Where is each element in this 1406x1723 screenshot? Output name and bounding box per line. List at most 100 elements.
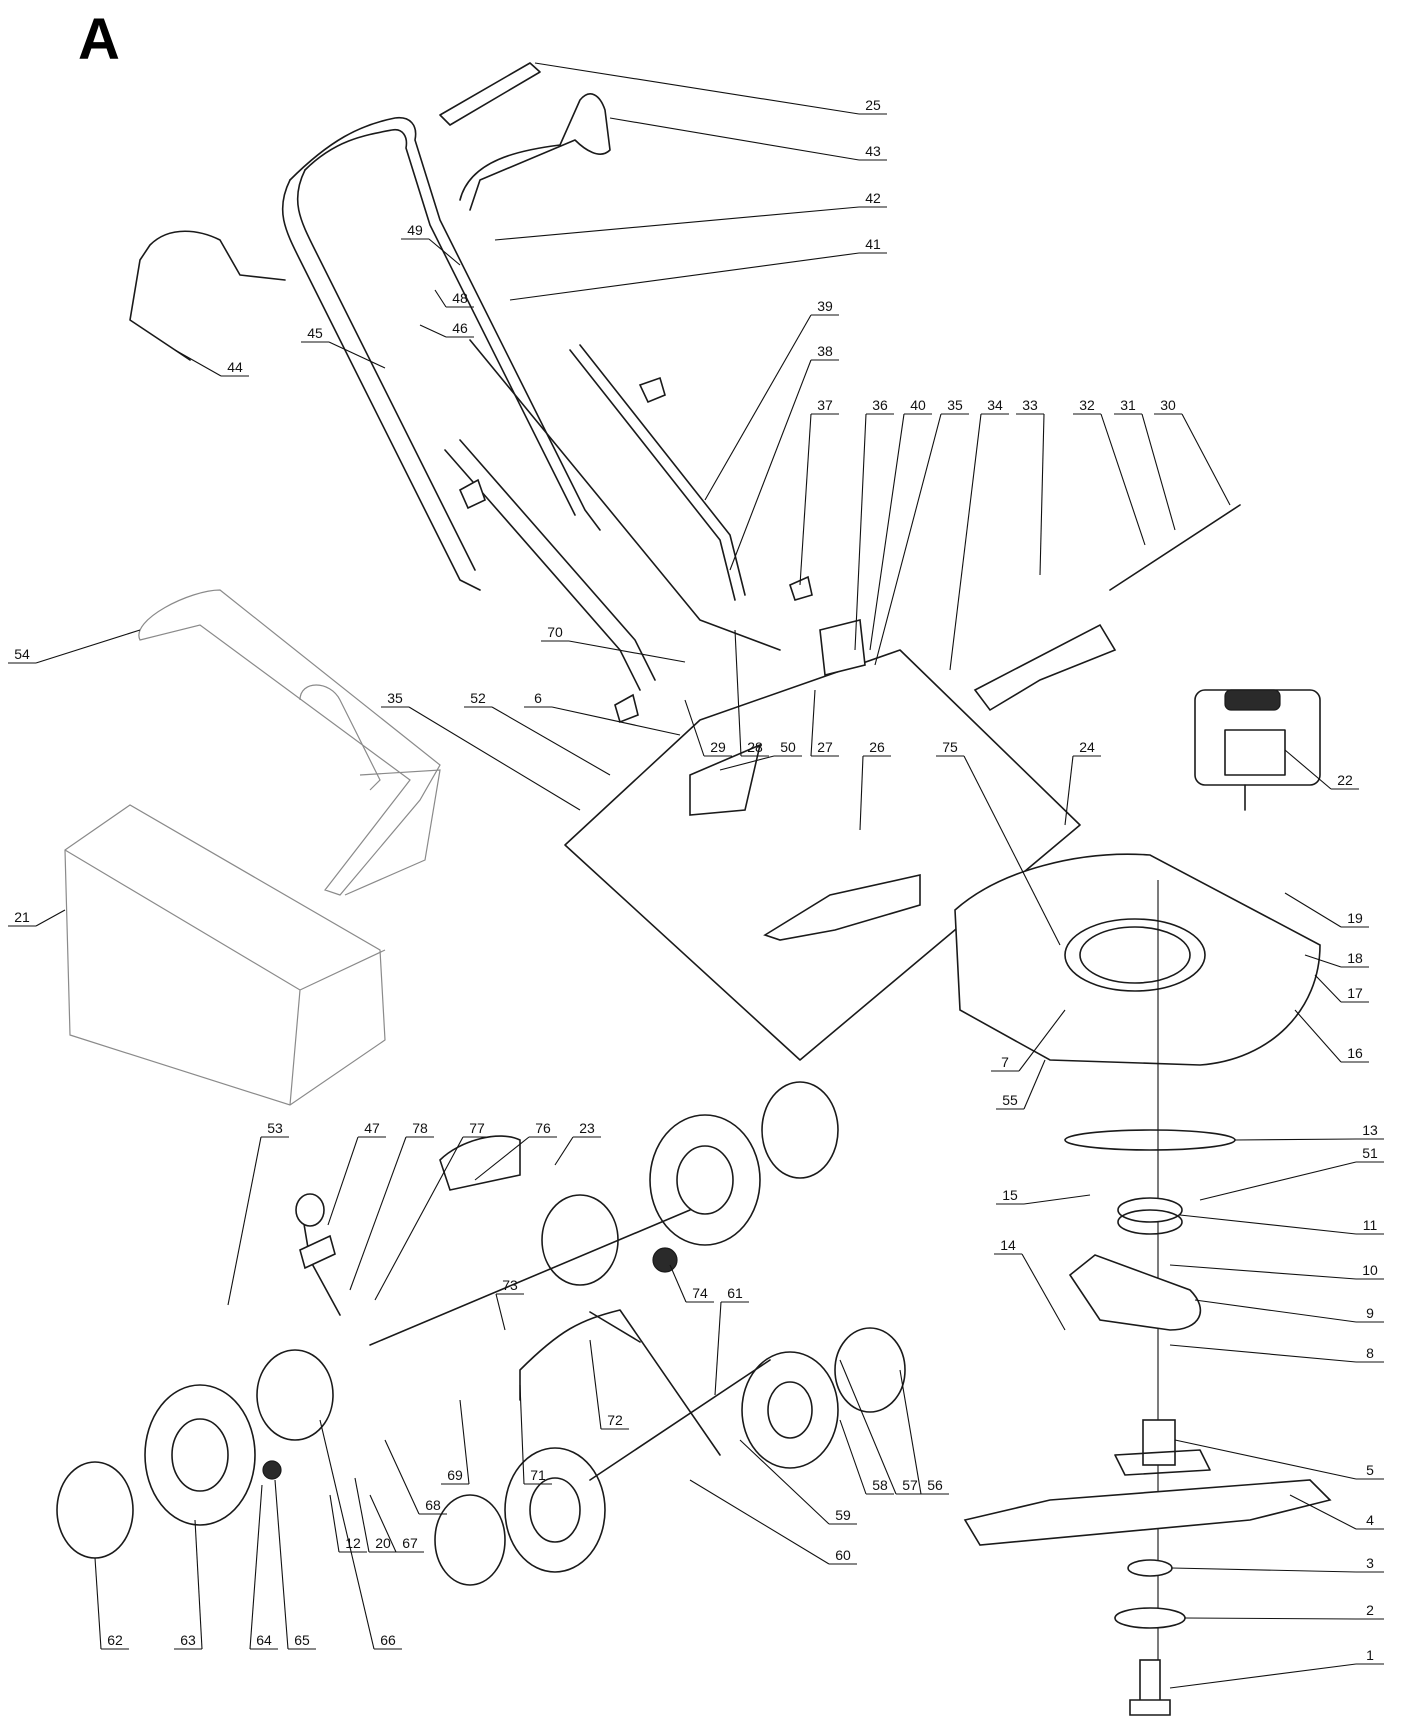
callout-leader-line xyxy=(854,413,867,651)
callout-label: 52 xyxy=(470,690,486,706)
blade-washers xyxy=(1114,1559,1186,1629)
callout-label: 27 xyxy=(817,739,833,755)
callout-label: 16 xyxy=(1347,1045,1363,1061)
callout-label: 41 xyxy=(865,236,881,252)
callout-leader-line xyxy=(589,1339,602,1430)
callout-label: 35 xyxy=(947,397,963,413)
callout-61: 61 xyxy=(714,1285,749,1396)
wheel-rear-right xyxy=(649,1114,761,1246)
callout-label: 42 xyxy=(865,190,881,206)
callout-label: 21 xyxy=(14,909,30,925)
wheel-covers xyxy=(256,1194,619,1441)
callout-57: 57 xyxy=(839,1359,924,1495)
callout-leader-line xyxy=(1199,1161,1357,1201)
callout-leader-line xyxy=(1184,1617,1357,1620)
callout-label: 38 xyxy=(817,343,833,359)
callout-67: 67 xyxy=(369,1494,424,1553)
callout-1: 1 xyxy=(1169,1647,1384,1689)
callout-72: 72 xyxy=(589,1339,629,1430)
wheel-rear-left-hub xyxy=(434,1494,506,1586)
callout-leader-line xyxy=(714,1301,722,1396)
callout-label: 76 xyxy=(535,1120,551,1136)
callout-70: 70 xyxy=(541,624,686,663)
sheet-letter: A xyxy=(78,7,120,72)
callout-5: 5 xyxy=(1174,1439,1384,1480)
callout-55: 55 xyxy=(996,1059,1046,1110)
callout-49: 49 xyxy=(401,222,461,266)
callout-15: 15 xyxy=(996,1187,1091,1205)
blade-bolt xyxy=(1129,1659,1171,1716)
callout-43: 43 xyxy=(609,117,887,161)
rear-flap xyxy=(973,623,1117,712)
callout-label: 34 xyxy=(987,397,1003,413)
callout-9: 9 xyxy=(1194,1299,1384,1323)
wheel-front-left-hub xyxy=(56,1461,134,1559)
drive-gears xyxy=(262,1247,678,1480)
callout-leader-line xyxy=(719,755,775,771)
callout-label: 23 xyxy=(579,1120,595,1136)
callout-leader-line xyxy=(419,324,447,338)
callout-leader-line xyxy=(459,1399,470,1485)
callout-leader-line xyxy=(839,1359,897,1495)
callout-77: 77 xyxy=(374,1120,491,1301)
callout-leader-line xyxy=(1141,413,1176,531)
callout-13: 13 xyxy=(1234,1122,1384,1141)
wheel-front-left xyxy=(144,1384,256,1526)
gearbox xyxy=(439,1135,521,1191)
callout-leader-line xyxy=(551,706,681,736)
callout-leader-line xyxy=(869,413,905,651)
callout-46: 46 xyxy=(419,320,474,338)
callout-41: 41 xyxy=(509,236,887,301)
callout-53: 53 xyxy=(227,1120,289,1306)
callout-10: 10 xyxy=(1169,1262,1384,1280)
callout-leader-line xyxy=(519,1384,525,1485)
callout-label: 4 xyxy=(1366,1512,1374,1528)
callout-32: 32 xyxy=(1073,397,1146,546)
callout-leader-line xyxy=(174,349,222,377)
engine xyxy=(1194,689,1321,811)
callout-35a: 35 xyxy=(874,397,969,666)
callout-leader-line xyxy=(799,413,812,586)
callout-label: 65 xyxy=(294,1632,310,1648)
callout-leader-line xyxy=(329,1494,340,1553)
callout-label: 43 xyxy=(865,143,881,159)
callout-label: 2 xyxy=(1366,1602,1374,1618)
callout-leader-line xyxy=(729,359,812,571)
callout-68: 68 xyxy=(384,1439,447,1515)
callout-leader-line xyxy=(1023,1059,1046,1110)
callout-31: 31 xyxy=(1114,397,1176,531)
callout-label: 6 xyxy=(534,690,542,706)
callout-label: 56 xyxy=(927,1477,943,1493)
callout-label: 59 xyxy=(835,1507,851,1523)
callout-7: 7 xyxy=(991,1009,1066,1072)
callout-51: 51 xyxy=(1199,1145,1384,1201)
callout-14: 14 xyxy=(994,1237,1066,1331)
callout-12: 12 xyxy=(329,1494,367,1553)
drive-belt xyxy=(1064,1129,1236,1151)
callout-60: 60 xyxy=(689,1479,857,1565)
callout-leader-line xyxy=(227,1136,262,1306)
callout-8: 8 xyxy=(1169,1344,1384,1363)
callout-label: 13 xyxy=(1362,1122,1378,1138)
callout-leader-line xyxy=(1169,1344,1357,1363)
cutting-blade xyxy=(963,1479,1332,1546)
callout-label: 44 xyxy=(227,359,243,375)
callout-label: 66 xyxy=(380,1632,396,1648)
callout-leader-line xyxy=(1021,1253,1066,1331)
front-axle xyxy=(589,1359,771,1481)
callout-leader-line xyxy=(35,909,66,927)
rear-flap-frame xyxy=(564,649,1081,1061)
callout-22: 22 xyxy=(1284,749,1359,790)
callout-label: 68 xyxy=(425,1497,441,1513)
callout-leader-line xyxy=(491,706,611,776)
callout-leader-line xyxy=(1284,749,1332,790)
callout-leader-line xyxy=(509,252,860,301)
callout-label: 47 xyxy=(364,1120,380,1136)
callout-50: 50 xyxy=(719,739,802,771)
callout-20: 20 xyxy=(354,1477,397,1553)
drive-bail-lever xyxy=(459,93,611,211)
callout-26: 26 xyxy=(859,739,891,831)
callout-leader-line xyxy=(408,706,581,811)
callout-label: 25 xyxy=(865,97,881,113)
